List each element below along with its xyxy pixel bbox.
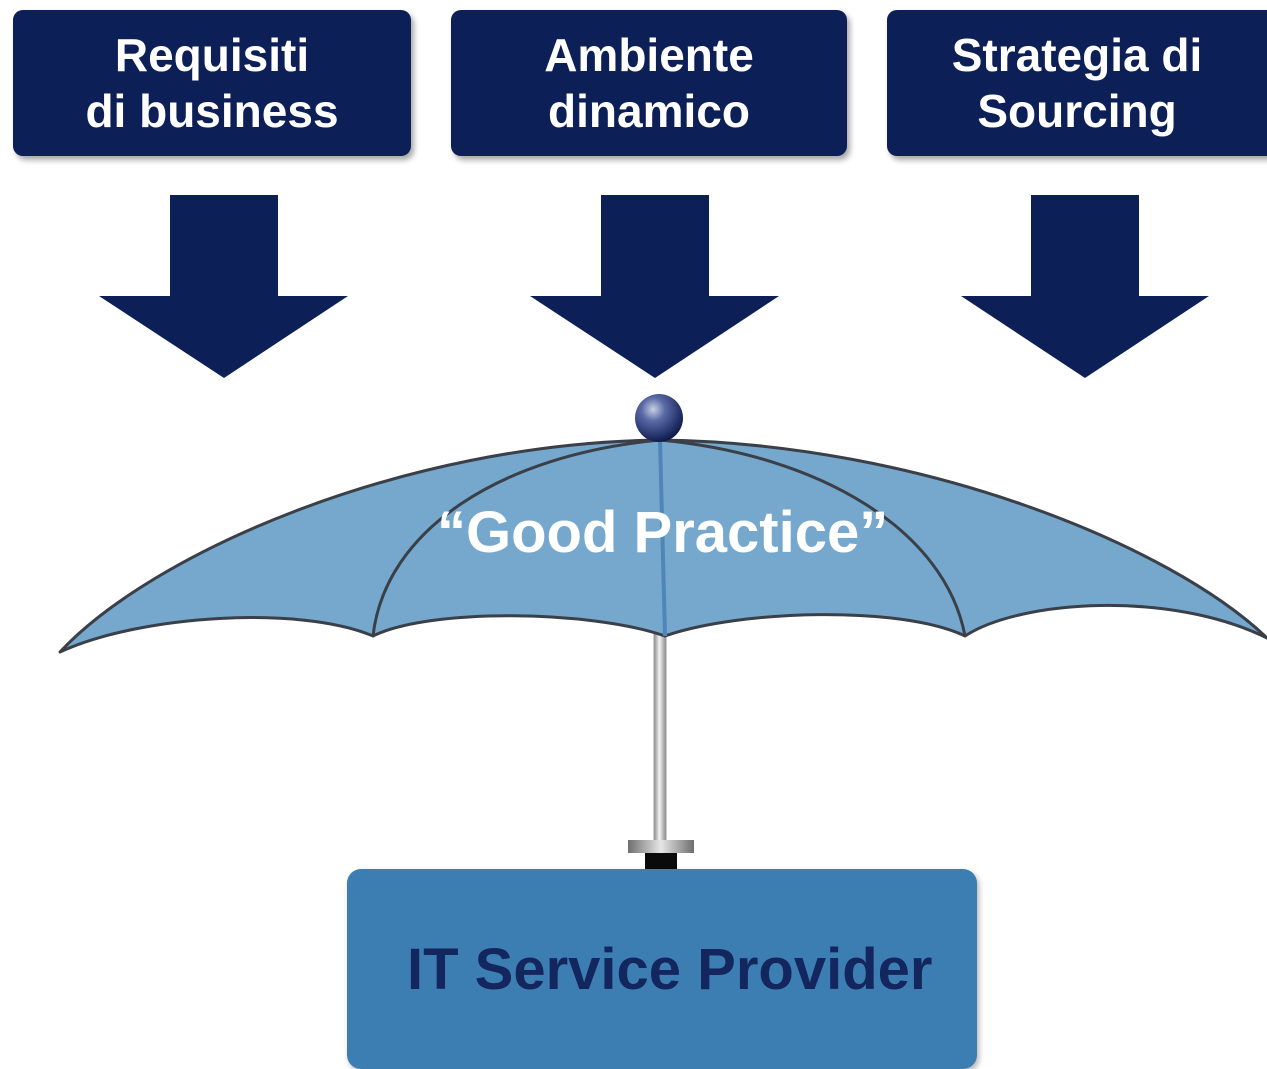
environment-label-line-2: dinamico [548,85,750,137]
umbrella-canopy-icon [58,438,1267,654]
sourcing-box: Strategia di Sourcing [887,10,1267,156]
requirements-box: Requisiti di business [13,10,411,156]
down-arrow-icon [961,195,1209,378]
requirements-label-line-1: Requisiti [114,29,310,81]
sourcing-label-line-2: Sourcing [977,85,1177,137]
it-service-provider-box: IT Service Provider [347,869,977,1069]
down-arrow-icon [99,195,348,378]
umbrella-knob-icon [635,394,683,442]
environment-label-line-1: Ambiente [544,29,754,81]
sourcing-label-line-1: Strategia di [951,29,1203,81]
it-service-provider-label: IT Service Provider [407,937,933,1002]
requirements-label-line-2: di business [85,85,339,137]
environment-box: Ambiente dinamico [451,10,847,156]
good-practice-label: “Good Practice” [437,500,889,565]
umbrella-handle-collar [628,840,694,870]
down-arrow-icon [530,195,779,378]
